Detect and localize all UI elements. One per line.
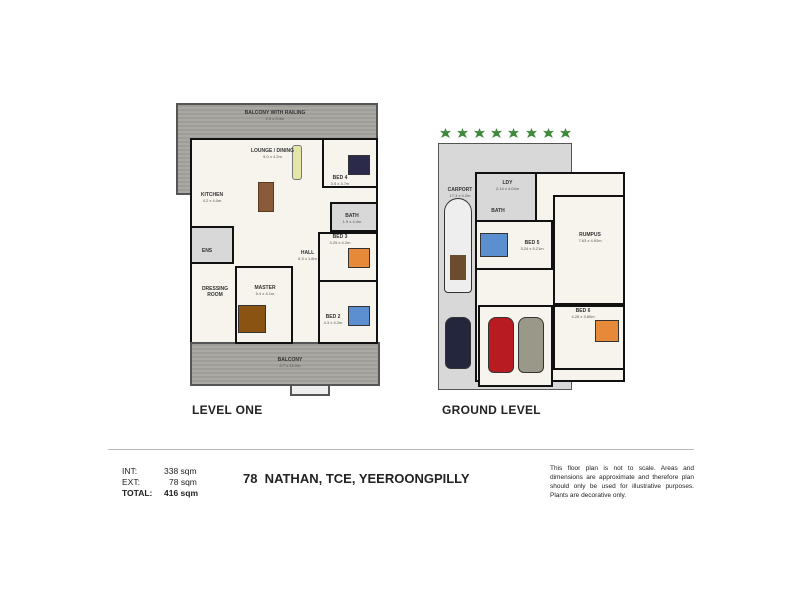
area-int: INT:338 sqm [122, 466, 197, 476]
car-silver [518, 317, 544, 373]
room-dressing-room: DRESSING ROOM [201, 286, 229, 298]
area-ext: EXT:78 sqm [122, 477, 197, 487]
car-red [488, 317, 514, 373]
room-ens: ENS [201, 248, 213, 254]
sofa [292, 145, 302, 180]
dining-table [258, 182, 274, 212]
divider [108, 449, 694, 450]
address: 78 NATHAN, TCE, YEEROONGPILLY [243, 471, 470, 486]
ground-level-title: GROUND LEVEL [442, 403, 541, 417]
bottom-balcony [190, 342, 380, 386]
area-summary: INT:338 sqm EXT:78 sqm TOTAL:416 sqm [122, 466, 222, 499]
level-one-title: LEVEL ONE [192, 403, 263, 417]
room-bath-ground: BATH [491, 208, 505, 214]
disclaimer: This floor plan is not to scale. Areas a… [550, 465, 694, 499]
car-navy [445, 317, 471, 369]
area-total: TOTAL:416 sqm [122, 488, 199, 498]
bed-4-bed [348, 155, 370, 175]
